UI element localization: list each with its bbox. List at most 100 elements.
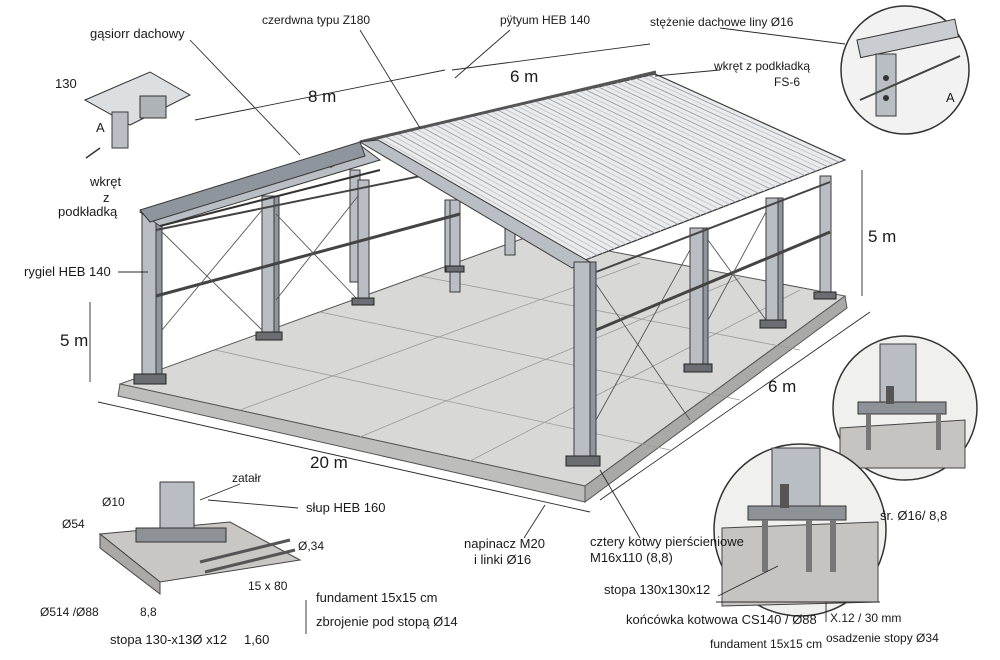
detail-footing: [98, 481, 302, 596]
label-footplate-l: stopa 130-x13Ø x12: [110, 632, 227, 647]
roof-rib: [572, 92, 771, 190]
label-d514: Ø514 /Ø88: [40, 605, 99, 619]
roof-rib: [415, 128, 627, 245]
label-rail: rygiel HEB 140: [24, 264, 111, 279]
right-column-bases: [565, 291, 837, 467]
roof-rib: [490, 110, 696, 219]
detail-base-plate-circle: [832, 335, 978, 481]
label-foundation-r: fundament 15x15 cm: [710, 637, 822, 651]
label-anchor-tip: końcówka kotwowa CS140 / Ø88: [626, 612, 817, 627]
label-d15x80: 15 x 8̈0: [248, 579, 288, 593]
roof-rib: [623, 80, 817, 172]
label-screw-left-2: z: [103, 190, 110, 205]
roof-rib: [465, 116, 673, 227]
label-detail-a2: A: [946, 90, 955, 105]
roof-rib: [553, 96, 754, 196]
label-weld: zatałr: [232, 471, 261, 485]
label-embed: osadzenie stopy Ø34: [826, 631, 939, 645]
detail-gutter: [83, 71, 192, 159]
label-purlin: czerdwna typu Z180: [262, 13, 370, 27]
label-plate: pÿtyum HEB 140: [500, 13, 590, 27]
label-anchors-1: cztery kotwy pierścieniowe: [590, 534, 744, 549]
label-footplate-r: stopa 130x130x12: [604, 582, 710, 597]
label-x12: X.12 / 30 mm: [830, 611, 901, 625]
label-dim-6m-side: 6 m: [768, 377, 796, 396]
roof-rib: [377, 136, 592, 258]
label-detail-a: A: [96, 120, 105, 135]
roof-rib: [484, 112, 690, 221]
roof-rib: [427, 125, 638, 241]
roof-rib: [446, 120, 656, 234]
label-gutter: gąsiorr dachowy: [90, 26, 185, 41]
label-d10: Ø10: [102, 495, 125, 509]
roof-rib: [497, 109, 702, 216]
roof-rib: [535, 100, 736, 203]
roof-rib: [642, 76, 834, 165]
roof-rib: [503, 108, 707, 214]
label-dim-5m-right: 5 m: [868, 227, 896, 246]
dimension-lines: [89, 43, 871, 513]
concrete-slab-top: [118, 235, 847, 487]
roof-rib: [421, 126, 633, 243]
label-footplate-l-val: 1,60: [244, 632, 269, 647]
roof-rib: [585, 89, 782, 185]
roof-rib: [402, 130, 615, 250]
roof-rib: [509, 106, 713, 212]
ridge-cap: [359, 70, 657, 144]
label-d88: 8,8: [140, 605, 157, 619]
roof-rib: [383, 135, 598, 256]
label-screw-washer: wkręt z podkładką: [713, 59, 810, 73]
label-d34: Ø,34: [298, 539, 324, 553]
label-screw-washer-code: FS-6: [774, 75, 800, 89]
roof-rib: [579, 90, 777, 188]
slab-joints: [214, 262, 801, 462]
roof-rib: [440, 122, 650, 236]
roof-rib: [547, 97, 748, 199]
detail-anchor-circle: [713, 443, 887, 617]
label-dim-8m: 8 m: [308, 87, 336, 106]
roof-rib: [629, 79, 823, 170]
label-rebar: zbrojenie pod stopą Ø14: [316, 614, 458, 629]
concrete-slab-side: [584, 295, 848, 503]
roof-rib: [635, 77, 828, 168]
right-wall-rails: [595, 181, 831, 421]
label-foundation-l: fundament 15x15 cm: [316, 590, 437, 605]
label-130: 130: [55, 76, 77, 91]
roof-rib: [541, 99, 742, 201]
left-column-bases: [133, 265, 465, 385]
label-screw-left-3: podkładką: [58, 204, 118, 219]
callout-labels: gąsiorr dachowy czerdwna typu Z180 pÿtyu…: [24, 13, 955, 651]
roof-rib: [453, 119, 661, 232]
label-dim-6m-top: 6 m: [510, 67, 538, 86]
roof-rib: [471, 115, 679, 225]
label-dim-20m: 20 m: [310, 453, 348, 472]
roof-rib: [396, 132, 610, 252]
label-anchors-2: M16x110 (8,8): [590, 550, 673, 565]
roof-rib: [459, 118, 667, 230]
roof-rib: [434, 123, 644, 239]
roof-rib: [648, 75, 840, 163]
label-d54: Ø54: [62, 517, 85, 531]
roof-rib: [591, 87, 788, 183]
roof-rib: [560, 95, 759, 194]
roof-rib: [604, 85, 800, 179]
label-tensioner-2: i linki Ø16: [474, 552, 531, 567]
label-dim-5m-left: 5 m: [60, 331, 88, 350]
detail-bracing-connection: [840, 5, 970, 135]
label-tensioner-1: napinacz M20: [464, 536, 545, 551]
roof-rib: [516, 105, 719, 210]
roof-rib: [478, 113, 684, 223]
label-sr: śr. Ø16/ 8,8: [880, 508, 947, 523]
roof-rib: [616, 82, 811, 174]
label-screw-left-1: wkręt: [89, 174, 121, 189]
roof-rib: [389, 133, 604, 254]
roof-rib: [610, 83, 805, 176]
roof-rib: [522, 103, 725, 207]
roof-rib: [566, 93, 765, 192]
roof-rib: [598, 86, 794, 181]
label-column: słup HEB 160: [306, 500, 386, 515]
roof-rib: [528, 102, 730, 205]
label-bracing: stężenie dachowe liny Ø16: [650, 15, 794, 29]
